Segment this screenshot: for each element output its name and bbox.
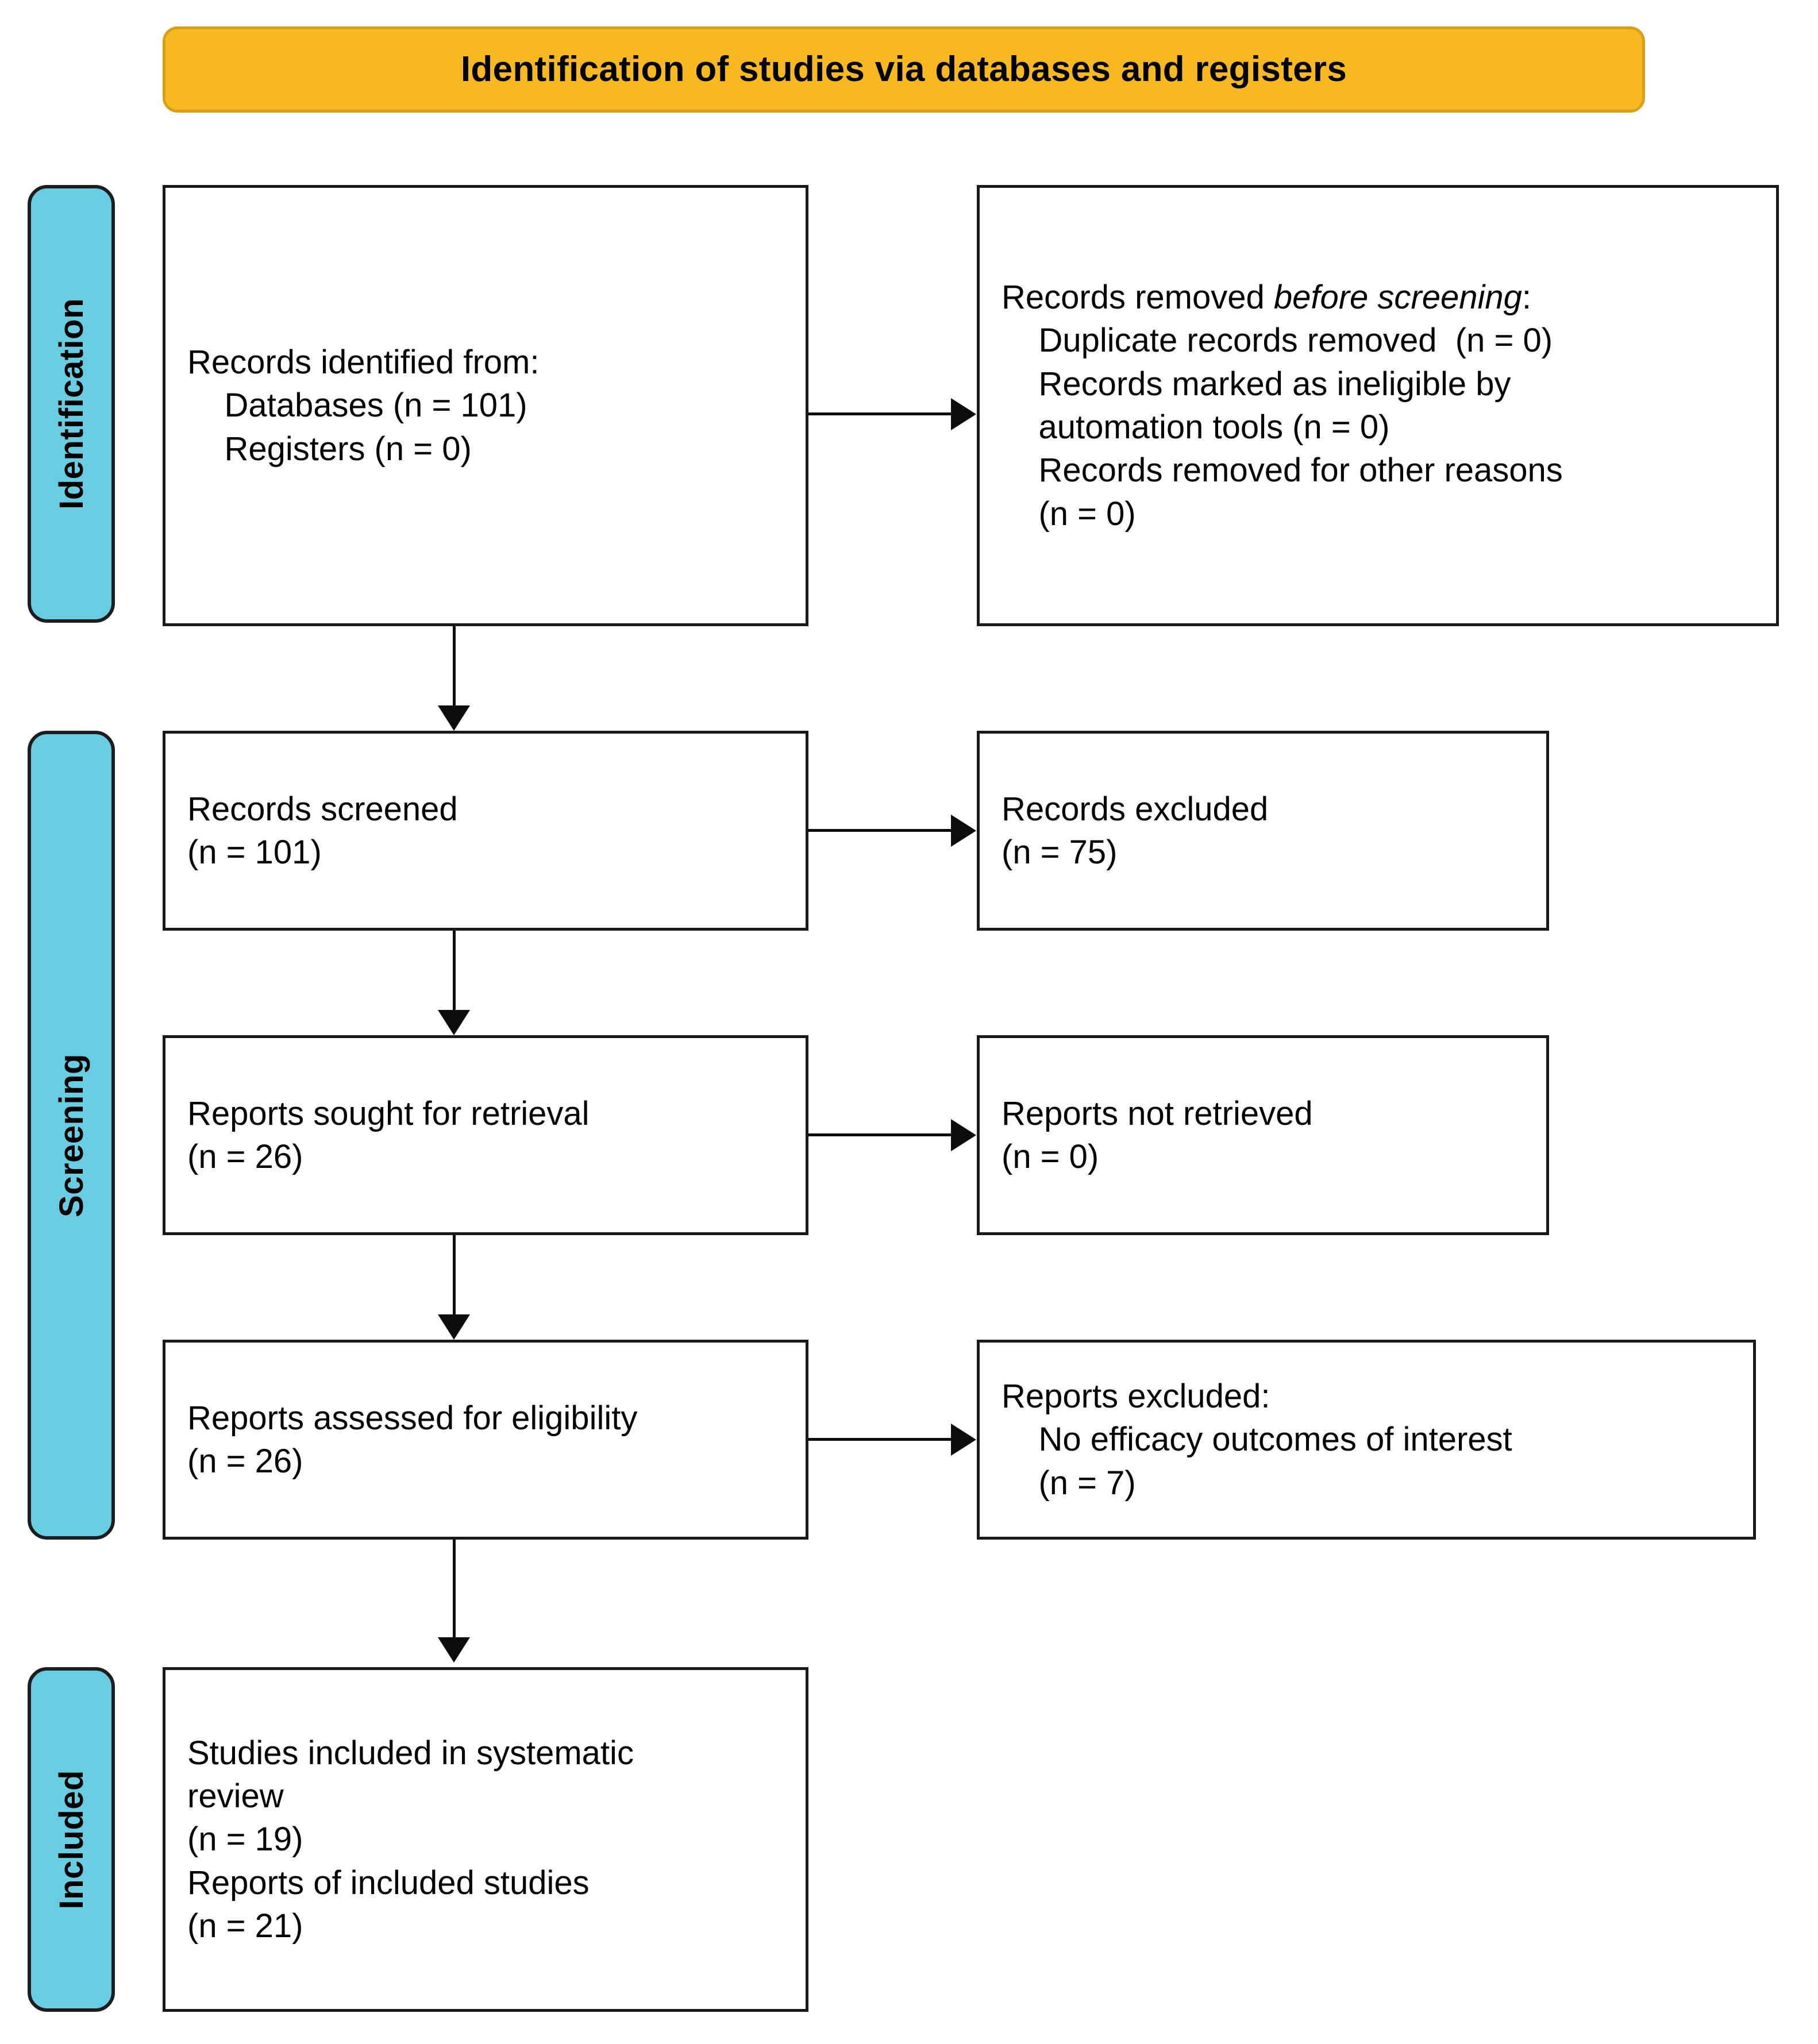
box-reports-sought-line1: Reports sought for retrieval [187, 1094, 590, 1132]
box-records-screened-line2: (n = 101) [187, 834, 322, 871]
box-studies-included-line3: (n = 19) [187, 1821, 303, 1858]
box-records-screened: Records screened (n = 101) [163, 731, 808, 931]
box-reports-excluded-line2: No efficacy outcomes of interest [1002, 1421, 1512, 1459]
page-title: Identification of studies via databases … [460, 49, 1347, 89]
connector-identified-to-screened-arrowhead [438, 705, 470, 731]
connector-sought-to-not-retrieved-arrowhead [951, 1119, 976, 1151]
stage-tab-identification-label: Identification [52, 298, 90, 510]
box-records-removed-line5: Records removed for other reasons [1002, 452, 1563, 489]
connector-sought-to-not-retrieved-line [808, 1133, 952, 1136]
box-records-removed-line3: Records marked as ineligible by [1002, 365, 1511, 403]
box-studies-included: Studies included in systematic review (n… [163, 1667, 808, 2012]
box-reports-excluded-line3: (n = 7) [1002, 1464, 1136, 1502]
box-records-identified-line3: Registers (n = 0) [187, 430, 472, 468]
box-records-excluded-line1: Records excluded [1002, 790, 1269, 828]
box-reports-not-retrieved: Reports not retrieved (n = 0) [977, 1035, 1549, 1235]
stage-tab-screening-label: Screening [52, 1053, 90, 1217]
box-reports-assessed-line1: Reports assessed for eligibility [187, 1399, 638, 1437]
connector-identified-to-removed-arrowhead [951, 398, 976, 430]
box-studies-included-line5: (n = 21) [187, 1907, 303, 1945]
box-records-removed-line6: (n = 0) [1002, 495, 1136, 533]
box-reports-excluded-line1: Reports excluded: [1002, 1377, 1270, 1415]
box-records-removed-heading-tail: : [1522, 278, 1532, 316]
box-records-identified-line1: Records identified from: [187, 343, 540, 381]
box-reports-assessed: Reports assessed for eligibility (n = 26… [163, 1340, 808, 1540]
box-records-removed-heading-italic: before screening [1273, 278, 1522, 316]
box-records-removed-heading: Records removed before screening: [980, 276, 1776, 319]
connector-screened-to-excluded-line [808, 829, 952, 832]
connector-assessed-to-reports-excluded-line [808, 1438, 952, 1441]
box-records-identified: Records identified from: Databases (n = … [163, 185, 808, 626]
box-reports-excluded: Reports excluded: No efficacy outcomes o… [977, 1340, 1756, 1540]
connector-identified-to-screened-line [453, 626, 456, 710]
connector-sought-to-assessed-line [453, 1235, 456, 1319]
box-records-removed-heading-plain: Records removed [1002, 278, 1274, 316]
box-records-identified-line2: Databases (n = 101) [187, 387, 527, 425]
box-records-excluded-line2: (n = 75) [1002, 834, 1118, 871]
diagram-header-banner: Identification of studies via databases … [163, 26, 1645, 113]
connector-screened-to-sought-line [453, 931, 456, 1015]
connector-assessed-to-included-arrowhead [438, 1637, 470, 1663]
box-studies-included-line2: review [187, 1777, 284, 1815]
box-records-screened-line1: Records screened [187, 790, 458, 828]
box-reports-sought-line2: (n = 26) [187, 1138, 303, 1175]
box-reports-not-retrieved-line2: (n = 0) [1002, 1138, 1099, 1175]
stage-tab-identification: Identification [28, 185, 115, 623]
connector-assessed-to-reports-excluded-arrowhead [951, 1424, 976, 1456]
connector-screened-to-excluded-arrowhead [951, 815, 976, 847]
box-reports-not-retrieved-line1: Reports not retrieved [1002, 1094, 1313, 1132]
box-reports-assessed-line2: (n = 26) [187, 1443, 303, 1480]
stage-tab-included: Included [28, 1667, 115, 2012]
connector-sought-to-assessed-arrowhead [438, 1314, 470, 1340]
connector-screened-to-sought-arrowhead [438, 1010, 470, 1035]
box-reports-sought: Reports sought for retrieval (n = 26) [163, 1035, 808, 1235]
box-studies-included-line1: Studies included in systematic [187, 1734, 634, 1772]
stage-tab-included-label: Included [52, 1769, 90, 1910]
connector-identified-to-removed-line [808, 412, 952, 415]
box-records-removed: Records removed before screening: Duplic… [977, 185, 1779, 626]
box-studies-included-line4: Reports of included studies [187, 1864, 590, 1902]
connector-assessed-to-included-line [453, 1540, 456, 1642]
box-records-removed-line2: Duplicate records removed (n = 0) [1002, 322, 1553, 360]
stage-tab-screening: Screening [28, 731, 115, 1540]
box-records-removed-line4: automation tools (n = 0) [1002, 408, 1390, 446]
box-records-excluded: Records excluded (n = 75) [977, 731, 1549, 931]
